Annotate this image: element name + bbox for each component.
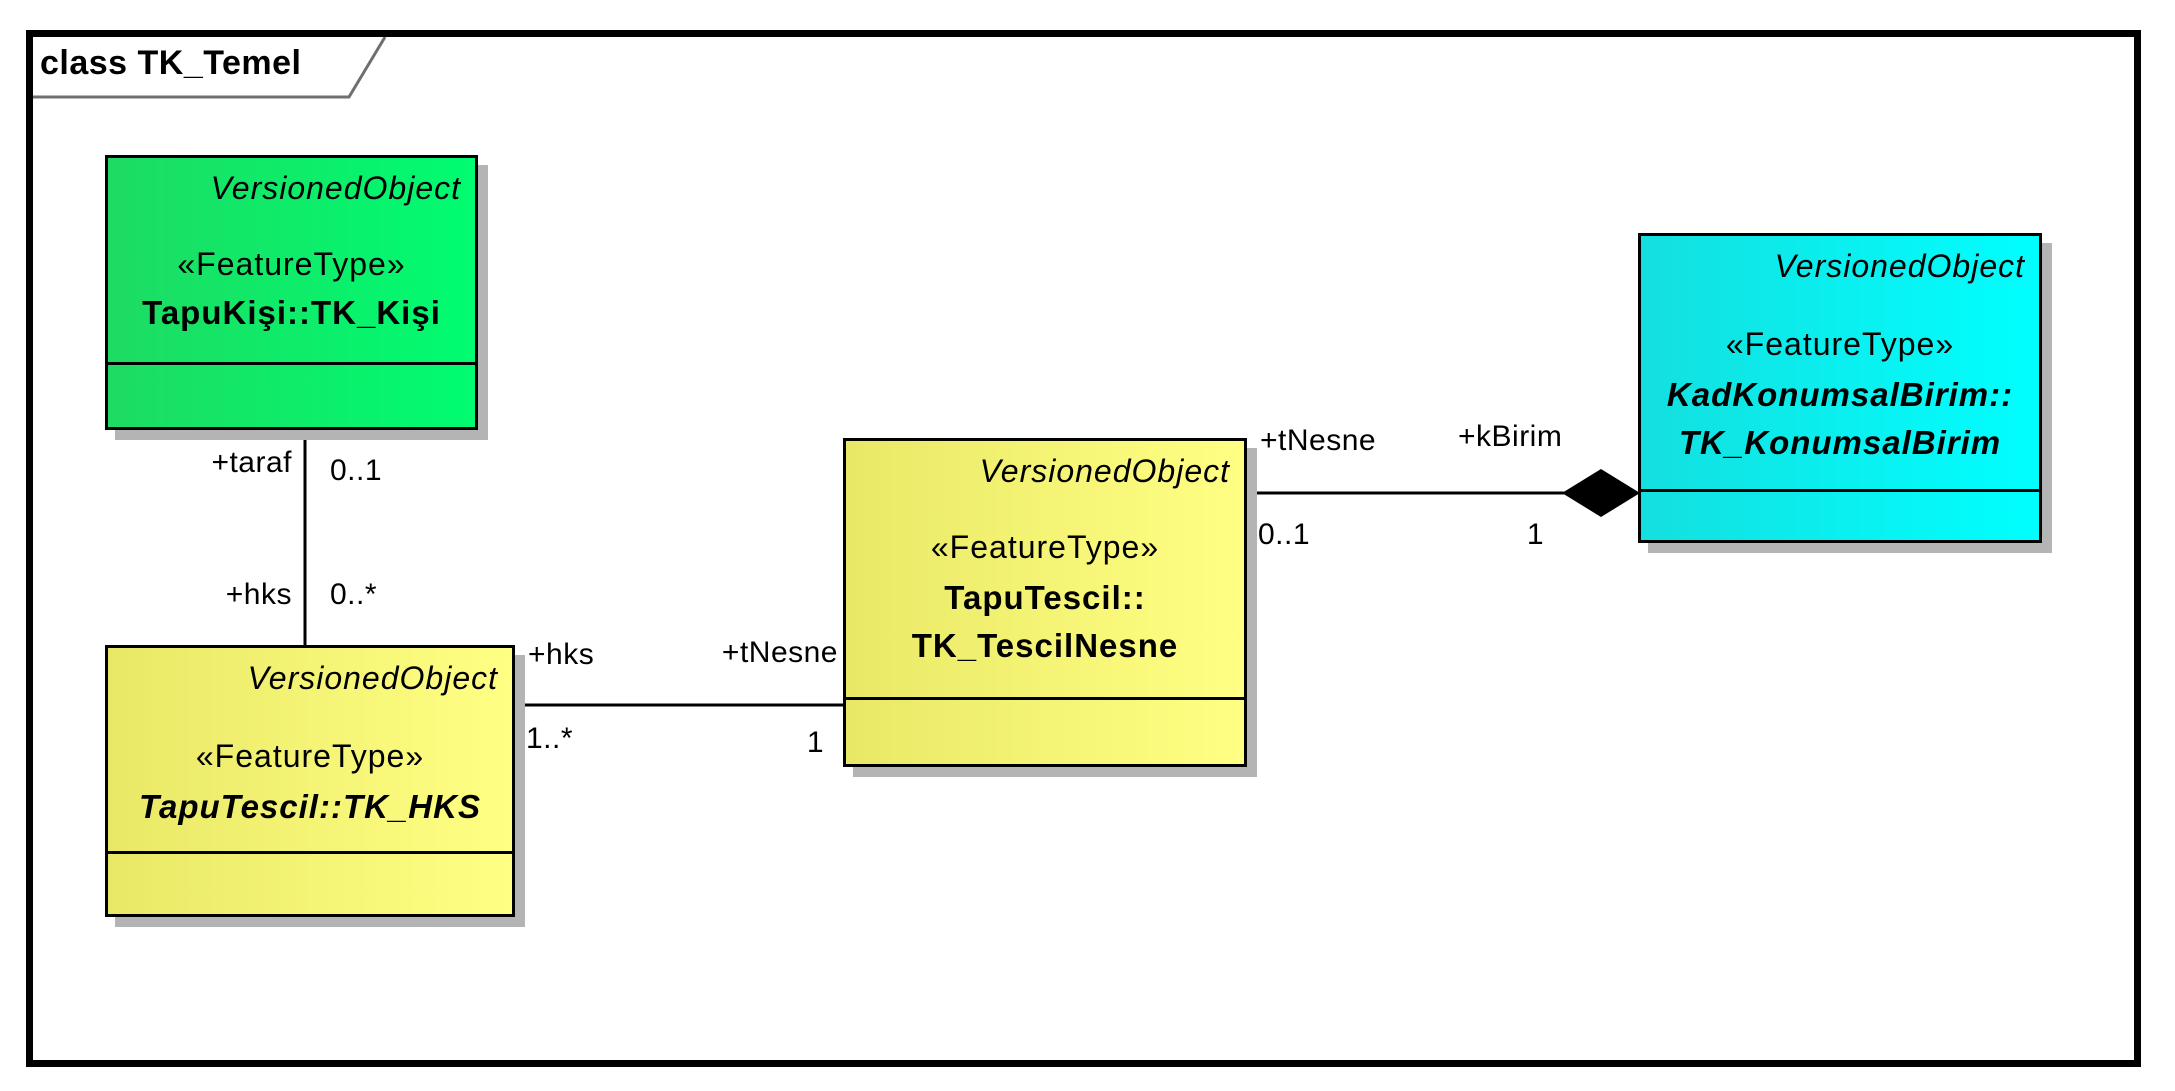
class-parent-label: VersionedObject <box>1774 248 2025 284</box>
attributes-compartment <box>1641 489 2039 540</box>
class-node-tk-tescilnesne: VersionedObject «FeatureType» TapuTescil… <box>843 438 1247 767</box>
role-label-tnesne-left: +tNesne <box>721 636 838 669</box>
class-parent-label: VersionedObject <box>210 170 461 206</box>
attributes-compartment <box>108 362 475 427</box>
class-parent-label: VersionedObject <box>247 660 498 696</box>
class-parent-label: VersionedObject <box>979 453 1230 489</box>
attributes-compartment <box>108 851 512 914</box>
class-node-tk-kisi: VersionedObject «FeatureType» TapuKişi::… <box>105 155 478 430</box>
class-stereotype: «FeatureType» <box>177 246 406 282</box>
multiplicity-label-hks-source: 1..* <box>526 722 574 755</box>
role-label-hks-horizontal: +hks <box>528 638 595 671</box>
attributes-compartment <box>846 697 1244 764</box>
class-stereotype: «FeatureType» <box>930 529 1160 565</box>
multiplicity-label-tescil-end: 1 <box>806 726 824 759</box>
role-label-kbirim: +kBirim <box>1458 420 1563 453</box>
class-stereotype: «FeatureType» <box>195 738 425 774</box>
role-label-tnesne-right: +tNesne <box>1260 424 1377 457</box>
class-name-line-1: TapuTescil:: <box>944 579 1146 616</box>
multiplicity-label-hks-end: 0..* <box>330 578 378 611</box>
role-label-hks-vertical: +hks <box>225 578 292 611</box>
class-name-line-2: TK_TescilNesne <box>911 627 1179 664</box>
class-node-tk-hks: VersionedObject «FeatureType» TapuTescil… <box>105 645 515 917</box>
multiplicity-label-kisi-end: 0..1 <box>330 454 383 487</box>
frame-title: class TK_Temel <box>40 44 302 82</box>
multiplicity-label-tnesne-end: 0..1 <box>1258 518 1311 551</box>
class-name-line-1: KadKonumsalBirim:: <box>1666 376 2014 413</box>
multiplicity-label-konumsal-end: 1 <box>1526 518 1544 551</box>
class-stereotype: «FeatureType» <box>1725 326 1955 362</box>
role-label-taraf: +taraf <box>211 446 292 479</box>
class-name: TapuKişi::TK_Kişi <box>142 294 441 331</box>
class-node-tk-konumsalbirim: VersionedObject «FeatureType» KadKonumsa… <box>1638 233 2042 543</box>
class-name: TapuTescil::TK_HKS <box>139 788 481 825</box>
class-name-line-2: TK_KonumsalBirim <box>1678 424 2002 461</box>
frame-title-tab <box>33 37 387 99</box>
